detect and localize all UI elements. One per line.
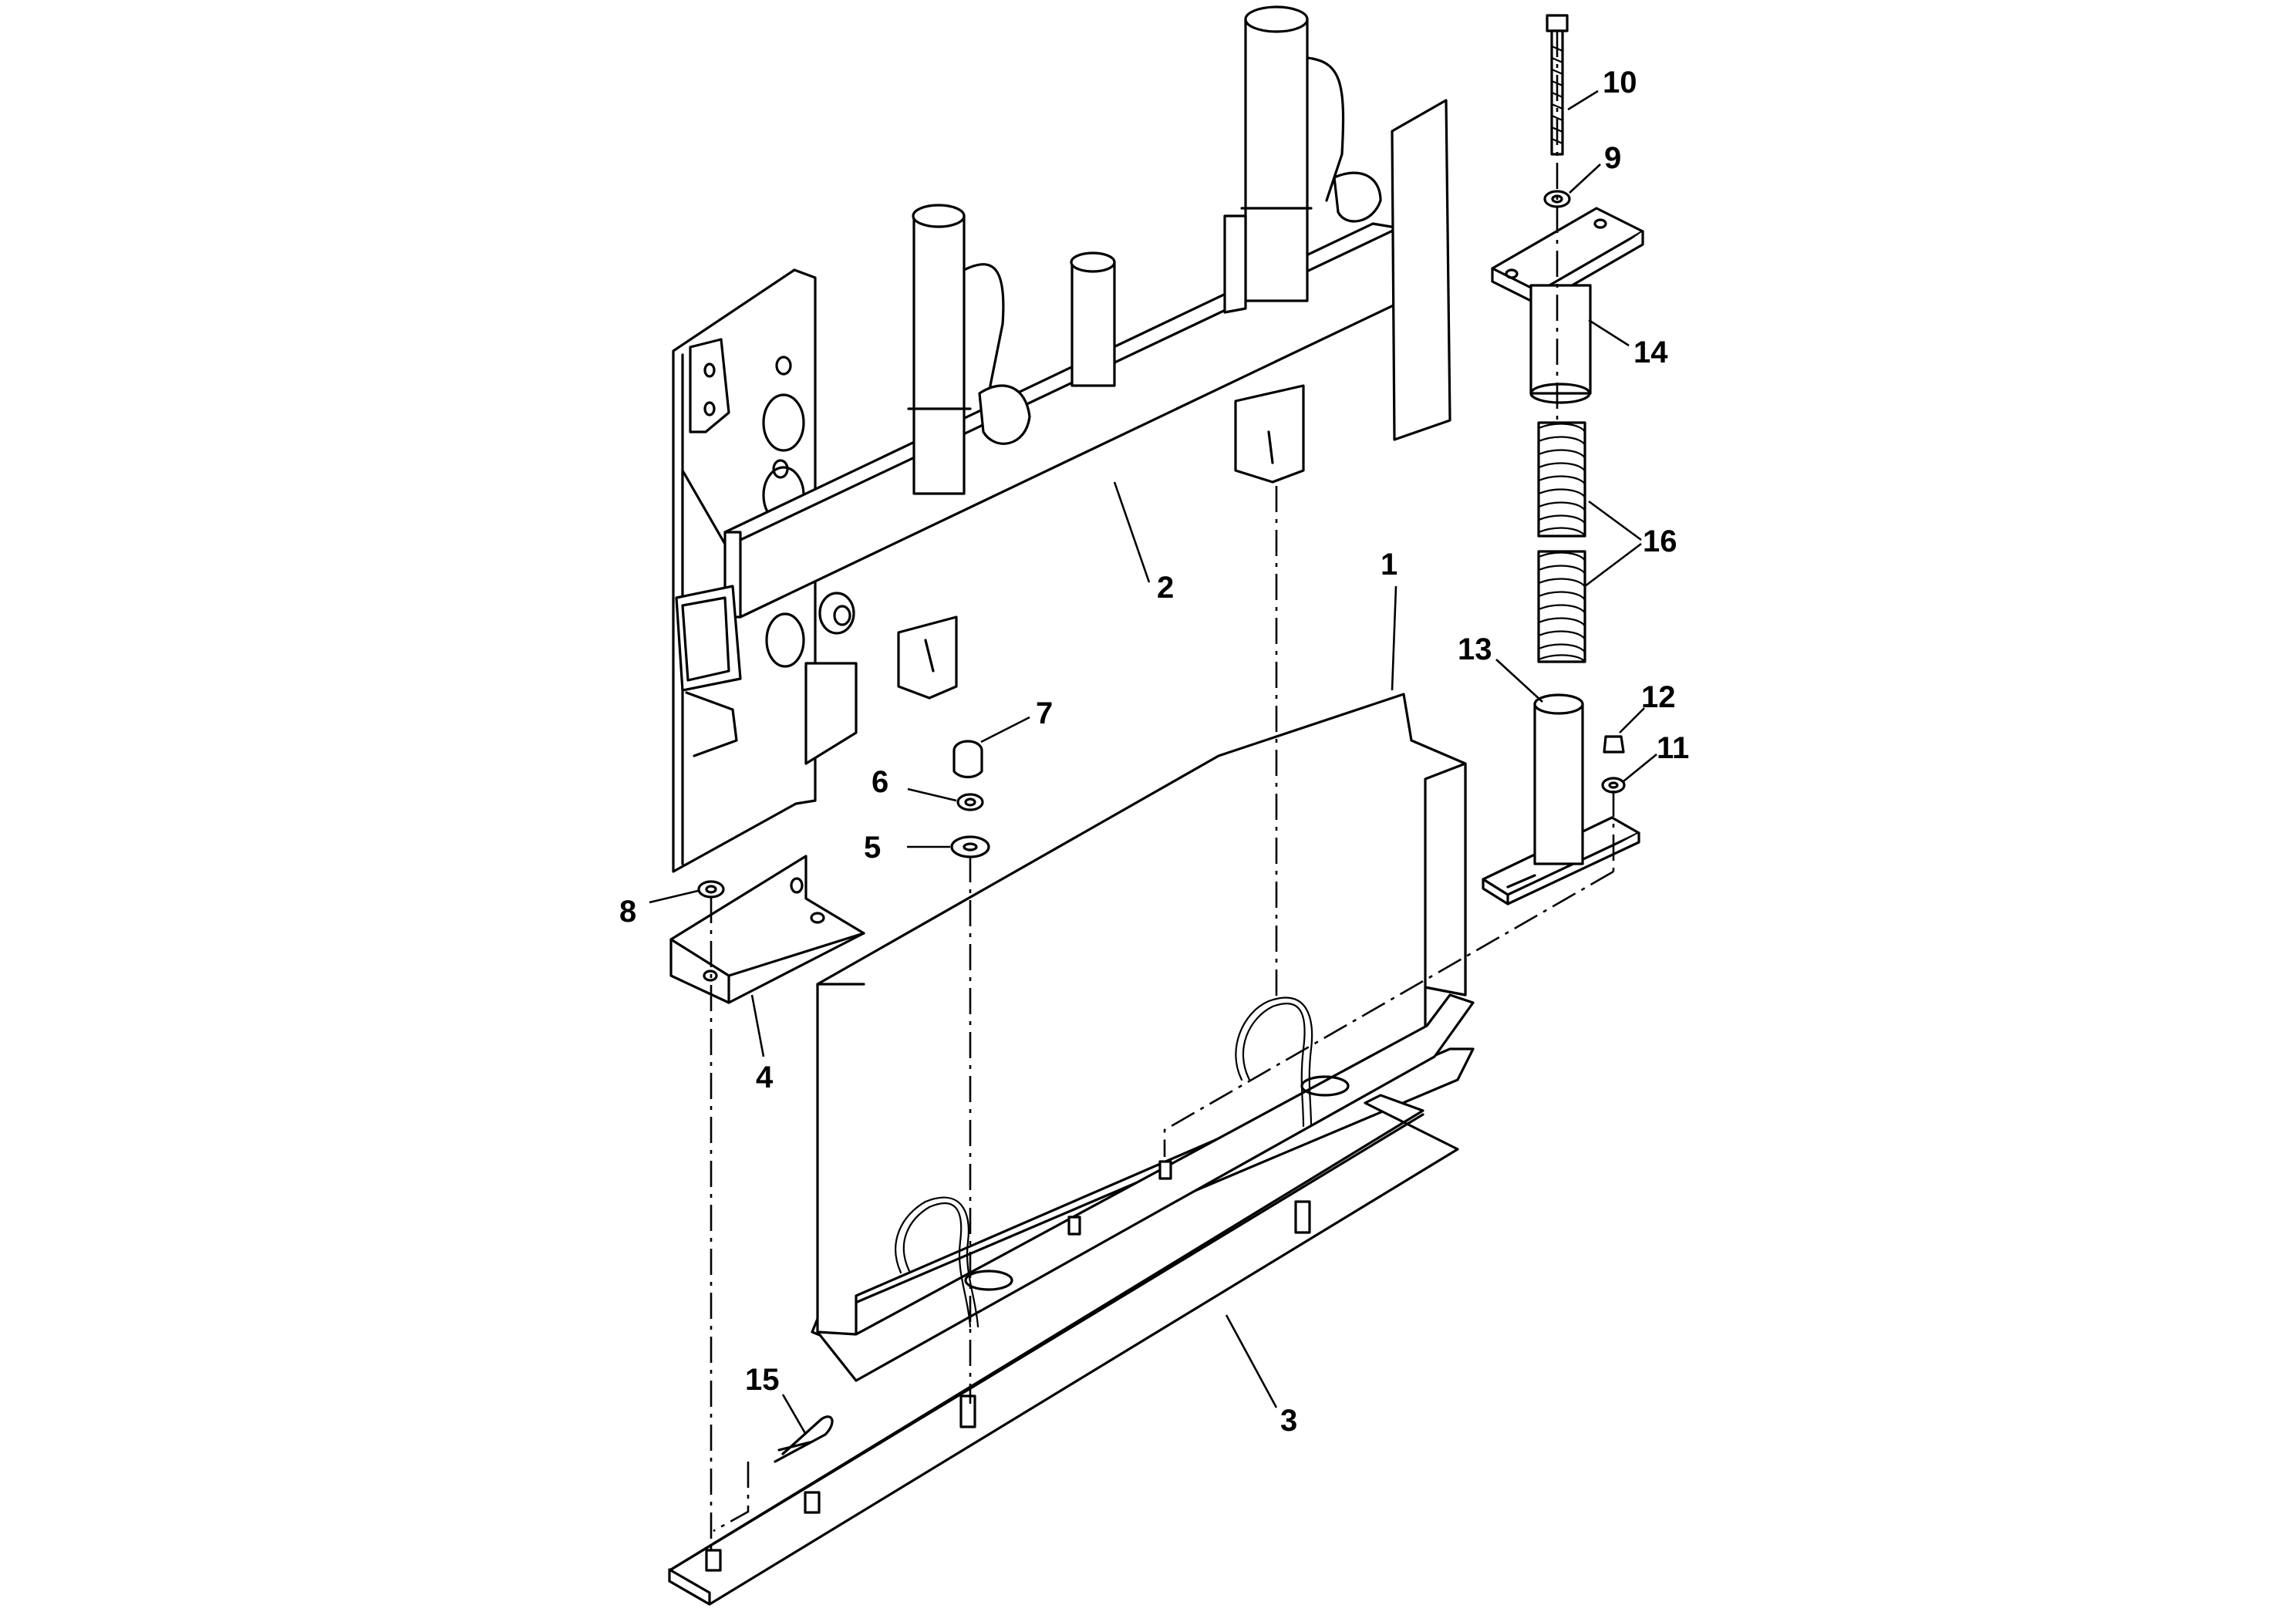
callout-8: 8 [619, 895, 636, 929]
part-2-carrier-beam [672, 5, 1451, 873]
callout-7: 7 [1036, 696, 1053, 730]
part-8-washer [697, 880, 725, 899]
parts-11-12-fasteners [1601, 735, 1626, 794]
callout-11: 11 [1657, 731, 1689, 765]
part-16-springs [1537, 421, 1586, 663]
part-15-hair-pin [774, 1415, 834, 1463]
parts-5-6-7-fasteners [950, 740, 990, 858]
callout-5: 5 [864, 831, 881, 865]
callout-9: 9 [1604, 141, 1621, 175]
callout-3: 3 [1280, 1404, 1297, 1438]
callout-15: 15 [745, 1363, 780, 1397]
part-1-frame-plate [811, 693, 1475, 1382]
callout-12: 12 [1641, 680, 1676, 714]
callout-1: 1 [1381, 548, 1397, 582]
callout-14: 14 [1633, 336, 1668, 369]
part-13-lower-tube [1482, 693, 1640, 905]
callout-4: 4 [756, 1061, 774, 1094]
callout-16: 16 [1643, 524, 1677, 558]
callouts: 1 2 3 4 5 6 7 8 9 10 11 12 13 14 16 15 [619, 66, 1689, 1438]
part-4-angle-bracket [669, 855, 865, 1004]
part-3-skid-shoe [668, 1094, 1459, 1606]
chains [895, 996, 1313, 1328]
callout-6: 6 [872, 765, 888, 799]
callout-2: 2 [1157, 571, 1174, 605]
part-14-upper-tube [1491, 207, 1644, 404]
centre-lines [710, 31, 1615, 1550]
callout-13: 13 [1458, 632, 1492, 666]
callout-10: 10 [1603, 66, 1637, 99]
